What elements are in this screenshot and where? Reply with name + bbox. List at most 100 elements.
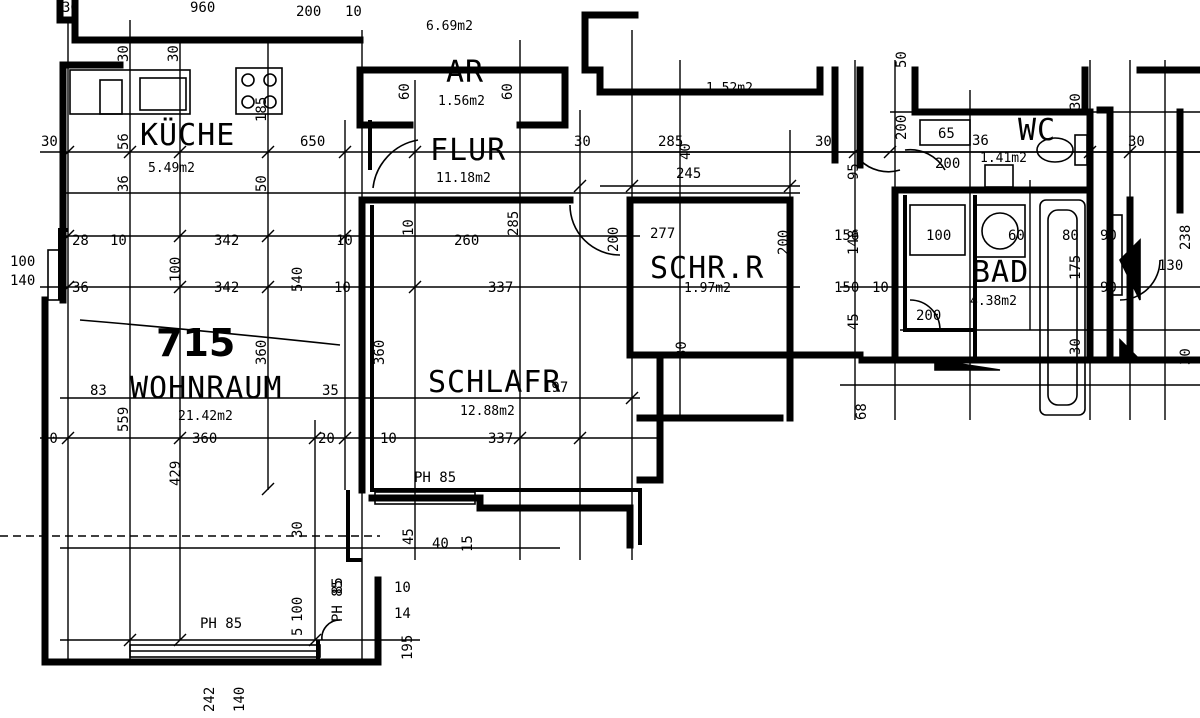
dim-label: 30 bbox=[41, 134, 58, 150]
dim-label: 10 bbox=[336, 233, 353, 249]
dim-label: 559 bbox=[116, 407, 132, 432]
dim-label: 30 bbox=[574, 134, 591, 150]
room-area-topright: 1.52m2 bbox=[706, 81, 753, 96]
dim-label: 342 bbox=[214, 233, 239, 249]
dim-label: 238 bbox=[1178, 225, 1194, 250]
room-name-ar: AR bbox=[446, 55, 484, 90]
dim-label: 277 bbox=[650, 226, 675, 242]
dim-label: 90 bbox=[1100, 280, 1117, 296]
dim-label: 285 bbox=[658, 134, 683, 150]
dim-label: 50 bbox=[254, 175, 270, 192]
dim-label: 242 bbox=[202, 687, 218, 712]
dim-label: 650 bbox=[300, 134, 325, 150]
room-area-wohnraum: 21.42m2 bbox=[178, 409, 233, 424]
dim-label: 245 bbox=[676, 166, 701, 182]
dim-label: 30 bbox=[1068, 338, 1084, 355]
dim-label: 60 bbox=[397, 83, 413, 100]
room-name-schlafr: SCHLAFR bbox=[428, 365, 561, 400]
dim-label: 15 bbox=[460, 535, 476, 552]
dim-label: 68 bbox=[854, 403, 870, 420]
room-name-flur: FLUR bbox=[430, 133, 506, 168]
dim-label: 260 bbox=[454, 233, 479, 249]
room-area-wc: 1.41m2 bbox=[980, 151, 1027, 166]
room-name-wohnraum: WOHNRAUM bbox=[130, 371, 283, 406]
room-area-top: 6.69m2 bbox=[426, 19, 473, 34]
dim-label: 100 bbox=[290, 597, 306, 622]
dim-label: PH 85 bbox=[200, 616, 242, 632]
dim-label: 50 bbox=[894, 51, 910, 68]
walls bbox=[41, 0, 1200, 666]
dim-label: 10 bbox=[380, 431, 397, 447]
dim-label: 10 bbox=[345, 4, 362, 20]
dim-label: 175 bbox=[1068, 255, 1084, 280]
dim-label: 60 bbox=[500, 83, 516, 100]
room-name-bad: BAD bbox=[972, 255, 1029, 290]
dim-label: 10 bbox=[872, 280, 889, 296]
apartment-number: 715 bbox=[156, 321, 235, 365]
room-area-flur: 11.18m2 bbox=[436, 171, 491, 186]
dim-label: 200 bbox=[606, 227, 622, 252]
room-name-schr: SCHR.R bbox=[650, 251, 764, 286]
dim-label: PH 85 bbox=[330, 580, 346, 622]
dim-label: 360 bbox=[372, 340, 388, 365]
dim-label: 148 bbox=[846, 230, 862, 255]
dim-label: 540 bbox=[290, 267, 306, 292]
dim-label: 85 bbox=[330, 577, 346, 594]
dim-label: 83 bbox=[90, 383, 107, 399]
dim-label: 100 bbox=[168, 257, 184, 282]
dim-label: 56 bbox=[116, 133, 132, 150]
dim-label: 200 bbox=[894, 115, 910, 140]
dim-label: 185 bbox=[254, 97, 270, 122]
dim-label: 100 bbox=[10, 254, 35, 270]
dim-label: 337 bbox=[488, 280, 513, 296]
dim-label: 40 bbox=[432, 536, 449, 552]
dim-label: 35 bbox=[322, 383, 339, 399]
dim-label: 30 bbox=[1068, 93, 1084, 110]
dim-label: 60 bbox=[1008, 228, 1025, 244]
room-area-schr: 1.97m2 bbox=[684, 281, 731, 296]
dim-label: 130 bbox=[1158, 258, 1183, 274]
dim-label: 140 bbox=[232, 687, 248, 712]
room-area-bad: 4.38m2 bbox=[970, 294, 1017, 309]
dim-label: 200 bbox=[776, 230, 792, 255]
dim-label: 20 bbox=[318, 431, 335, 447]
dim-label: 65 bbox=[938, 126, 955, 142]
room-area-kueche: 5.49m2 bbox=[148, 161, 195, 176]
dim-label: 30 bbox=[815, 134, 832, 150]
dim-label: 10 bbox=[110, 233, 127, 249]
dim-label: 28 bbox=[72, 233, 89, 249]
dim-label: 5 bbox=[290, 628, 306, 636]
dim-label: 95 bbox=[846, 163, 862, 180]
dim-label: 30 bbox=[116, 45, 132, 62]
dim-label: 140 bbox=[10, 273, 35, 289]
dim-label: 200 bbox=[916, 308, 941, 324]
dim-label: 195 bbox=[400, 635, 416, 660]
dim-label: 90 bbox=[1100, 228, 1117, 244]
dim-label: 960 bbox=[190, 0, 215, 16]
dimension-labels: 30 960 200 10 30 650 10 342 10 260 28 10… bbox=[10, 0, 1194, 712]
dim-label: 30 bbox=[166, 45, 182, 62]
dim-label: 360 bbox=[254, 340, 270, 365]
dim-label: 285 bbox=[506, 211, 522, 236]
dim-label: 150 bbox=[834, 280, 859, 296]
dim-label: 36 bbox=[72, 280, 89, 296]
fixtures bbox=[47, 67, 1161, 658]
dim-label: 10 bbox=[394, 580, 411, 596]
dim-label: 36 bbox=[116, 175, 132, 192]
dim-label: 100 bbox=[926, 228, 951, 244]
dim-label: 197 bbox=[543, 380, 568, 396]
dim-label: 40 bbox=[678, 143, 694, 160]
dim-label: 337 bbox=[488, 431, 513, 447]
dim-label: 30 bbox=[1128, 134, 1145, 150]
dim-label: 342 bbox=[214, 280, 239, 296]
dim-label: 30 bbox=[41, 431, 58, 447]
dim-label: 30 bbox=[290, 521, 306, 538]
dim-label: 45 bbox=[846, 313, 862, 330]
room-labels: KÜCHE 5.49m2 AR 1.56m2 FLUR 11.18m2 SCHR… bbox=[130, 19, 1055, 424]
dim-label: 429 bbox=[168, 461, 184, 486]
dim-label: 45 bbox=[401, 528, 417, 545]
dim-label: 30 bbox=[1178, 348, 1194, 365]
dim-label: PH 85 bbox=[414, 470, 456, 486]
